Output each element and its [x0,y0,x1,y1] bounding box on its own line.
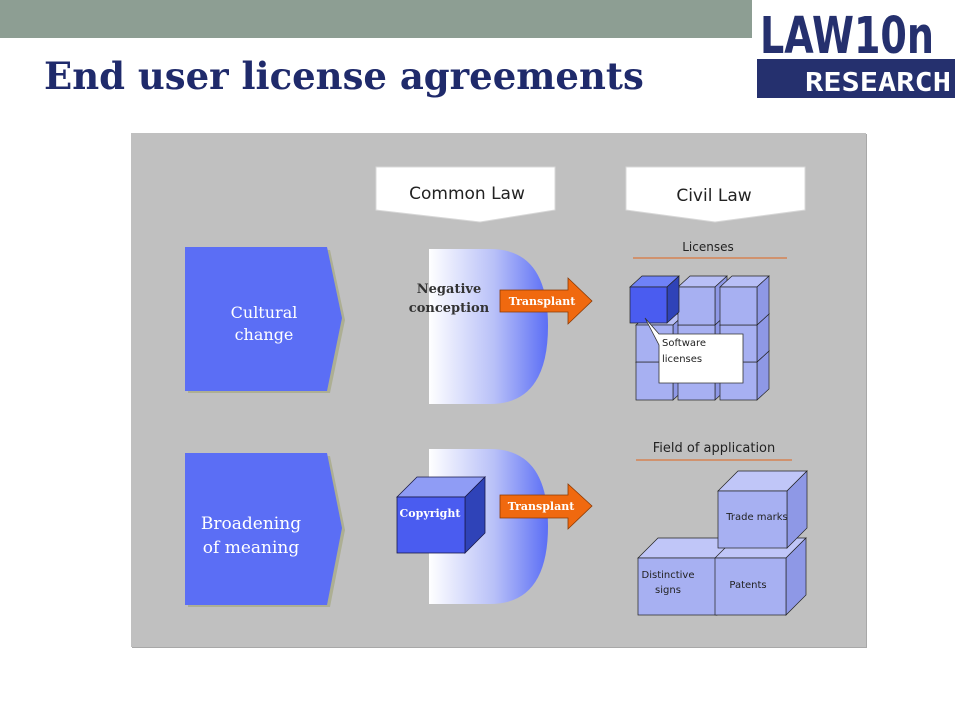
field-of-application-label: Field of application [653,441,776,456]
civil-law-label: Civil Law [676,186,751,206]
trade-marks-cube: Trade marks [717,470,808,549]
logo-band [757,59,955,98]
common-law-half-disc-top [429,249,548,404]
copyright-label: Copyright [400,507,462,520]
logo-text-top: LAW10n [760,7,934,66]
transplant-top-label: Transplant [509,295,576,308]
trade-marks-label: Trade marks [725,512,788,523]
transplant-bottom-label: Transplant [508,500,575,513]
slide-title: End user license agreements [44,54,644,98]
logo-text-bottom: RESEARCH [805,68,951,98]
copyright-cube: Copyright [396,476,486,554]
transplant-arrow-top: Transplant [499,277,593,325]
software-license-cube [629,275,680,324]
transplant-arrow-bottom: Transplant [499,483,593,530]
top-bar [0,0,752,38]
logo: LAW10n RESEARCH [757,4,955,98]
grid-cube [719,275,770,326]
licenses-label: Licenses [682,240,734,254]
patents-label: Patents [729,580,766,591]
civil-law-header: Civil Law [625,166,806,223]
common-law-header: Common Law [375,166,556,223]
common-law-label: Common Law [409,184,525,204]
patents-cube: Patents [714,537,807,616]
